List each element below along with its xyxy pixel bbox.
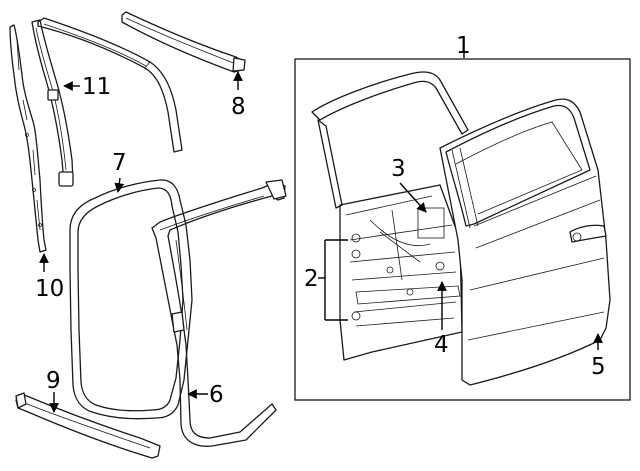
part-10-pillar-seal (9, 24, 47, 253)
callout-8: 8 (231, 94, 246, 120)
callout-3: 3 (391, 156, 406, 182)
callout-7: 7 (112, 150, 127, 176)
assembly-box (294, 58, 631, 401)
part-6-run-channel (151, 179, 287, 447)
callout-4: 4 (434, 332, 449, 358)
part-7-door-weatherstrip (69, 179, 193, 420)
callout-1: 1 (456, 33, 471, 59)
callout-6: 6 (209, 382, 224, 408)
part-9-lower-seal (15, 392, 161, 459)
upper-frame-strip (37, 17, 183, 153)
callout-5: 5 (591, 354, 606, 380)
part-1-door-assembly (311, 71, 611, 386)
callout-11: 11 (82, 74, 111, 100)
callout-9: 9 (46, 368, 61, 394)
part-11-window-channel (31, 19, 74, 187)
callout-2: 2 (304, 266, 319, 292)
callout-10: 10 (35, 276, 64, 302)
leader-lines (39, 52, 603, 413)
part-8-roof-weatherstrip (121, 11, 246, 73)
